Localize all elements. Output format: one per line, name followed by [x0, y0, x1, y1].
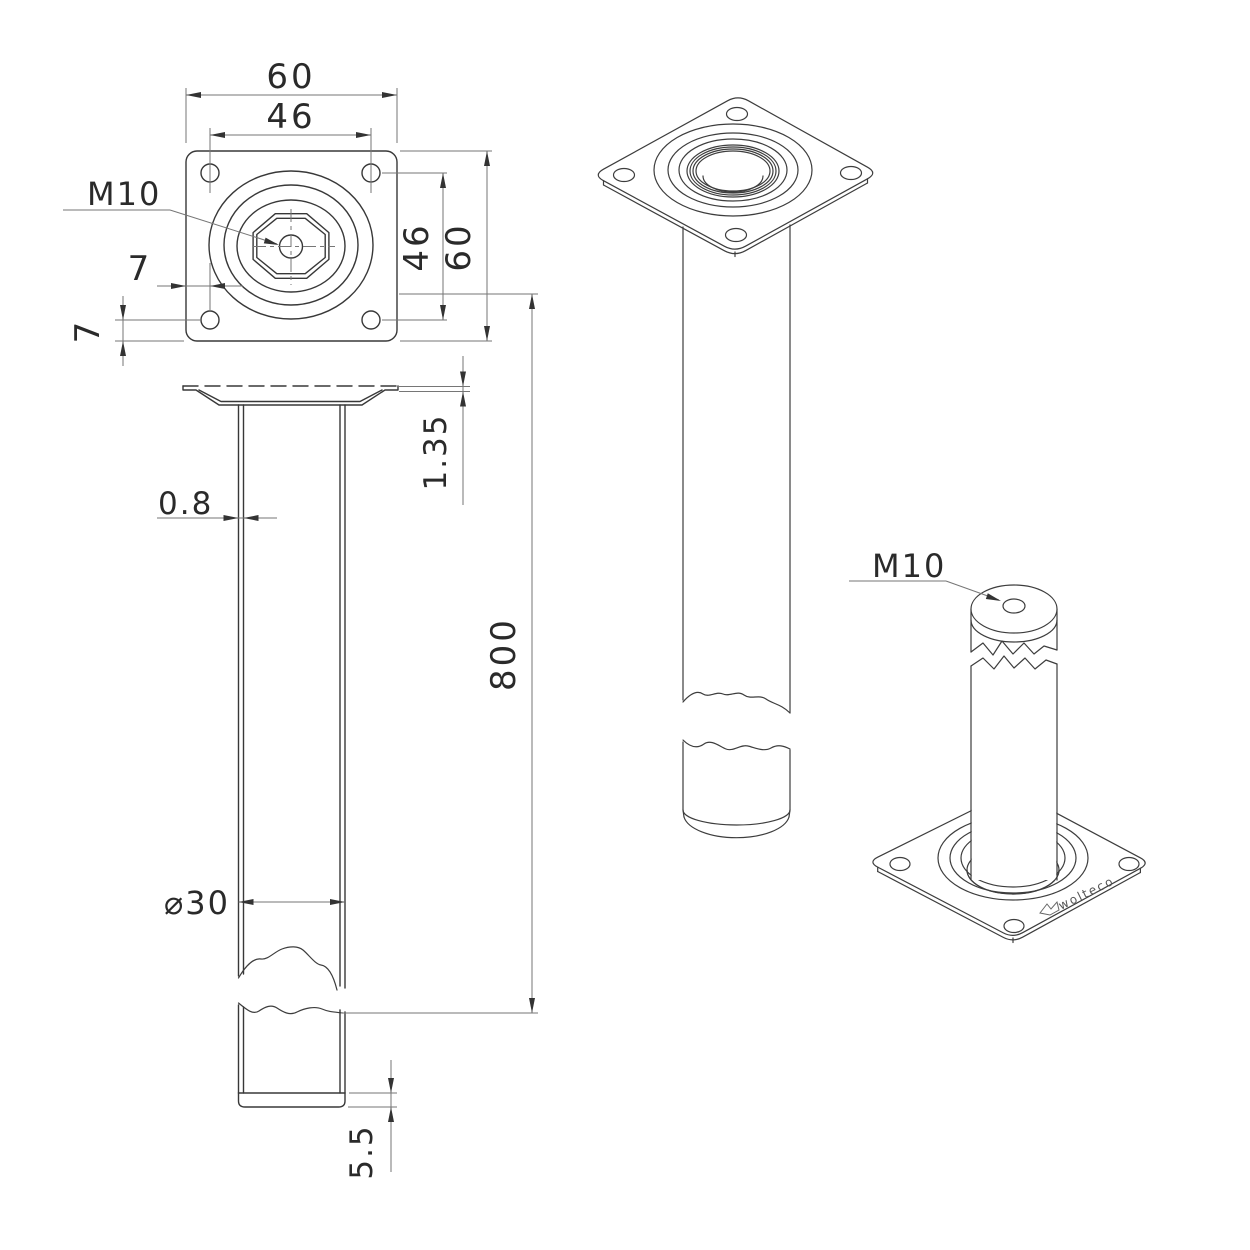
thread-callout-plan: M10 — [63, 175, 280, 248]
iso-top-plate-thickness — [602, 178, 869, 258]
thread-label-plan: M10 — [87, 175, 161, 213]
foot-cap-profile — [237, 1092, 346, 1108]
break-line-lower — [237, 1002, 344, 1015]
break-line-lower — [970, 655, 1058, 670]
dim-hole-offset-vertical: 7 — [68, 296, 200, 366]
mounting-plate-outline — [185, 150, 398, 342]
dim-label-offset-horizontal: 7 — [128, 249, 153, 289]
dim-label-plate-width: 60 — [266, 57, 315, 97]
dim-cap-height: 5.5 — [344, 1060, 397, 1180]
break-line-upper — [970, 640, 1058, 656]
dim-plate-width-top: 60 — [185, 57, 398, 143]
dim-tube-diameter: ⌀30 — [164, 884, 345, 922]
pressed-rings — [208, 170, 374, 320]
dim-sheet-thickness: 1.35 — [399, 356, 470, 505]
dim-label-leg-length: 800 — [484, 617, 524, 691]
iso-top-rings — [653, 123, 813, 217]
dim-label-plate-height: 60 — [439, 222, 479, 271]
wolf-icon — [1039, 900, 1060, 916]
dim-label-tube-wall: 0.8 — [158, 486, 213, 522]
break-line-upper — [237, 946, 338, 991]
plan-view: 60 46 46 60 — [63, 57, 492, 366]
iso-bottom-view: wolteco M10 — [849, 547, 1146, 944]
dim-label-offset-vertical: 7 — [68, 319, 108, 344]
dim-leg-length: 800 — [341, 293, 538, 1014]
iso-top-plate — [597, 97, 874, 250]
front-view: 1.35 0.8 800 ⌀30 — [157, 293, 538, 1180]
iso-top-view — [597, 97, 874, 839]
iso-bottom-end-cap — [970, 584, 1058, 634]
tube-bore-opening — [695, 150, 771, 192]
dim-label-cap-height: 5.5 — [344, 1124, 380, 1179]
foot-cap — [683, 816, 790, 839]
dim-label-hole-spacing-top: 46 — [266, 97, 315, 137]
break-line-upper — [682, 691, 791, 714]
dim-plate-height-right: 60 — [400, 150, 492, 342]
dim-label-sheet-thickness: 1.35 — [418, 413, 454, 490]
dim-label-hole-spacing-right: 46 — [397, 222, 437, 271]
dim-label-tube-diameter: ⌀30 — [164, 884, 230, 922]
iso-bottom-holes — [889, 856, 1140, 934]
m10-hole — [1002, 598, 1026, 614]
break-line-lower — [682, 739, 791, 751]
thread-callout-iso: M10 — [849, 547, 1002, 604]
dim-tube-wall: 0.8 — [157, 486, 277, 522]
plate-profile — [182, 385, 399, 406]
iso-bottom-tube — [970, 608, 1058, 881]
dim-hole-offset-horizontal: 7 — [128, 249, 243, 312]
dim-hole-spacing-right: 46 — [382, 172, 447, 321]
iso-top-holes — [612, 106, 863, 243]
iso-bottom-plate-thickness — [877, 866, 1142, 944]
thread-label-iso: M10 — [872, 547, 946, 585]
tube-outline — [237, 404, 346, 1108]
dim-hole-spacing-top: 46 — [209, 97, 372, 193]
iso-bottom-tube-fill — [971, 640, 1057, 880]
iso-top-tube — [682, 224, 791, 839]
